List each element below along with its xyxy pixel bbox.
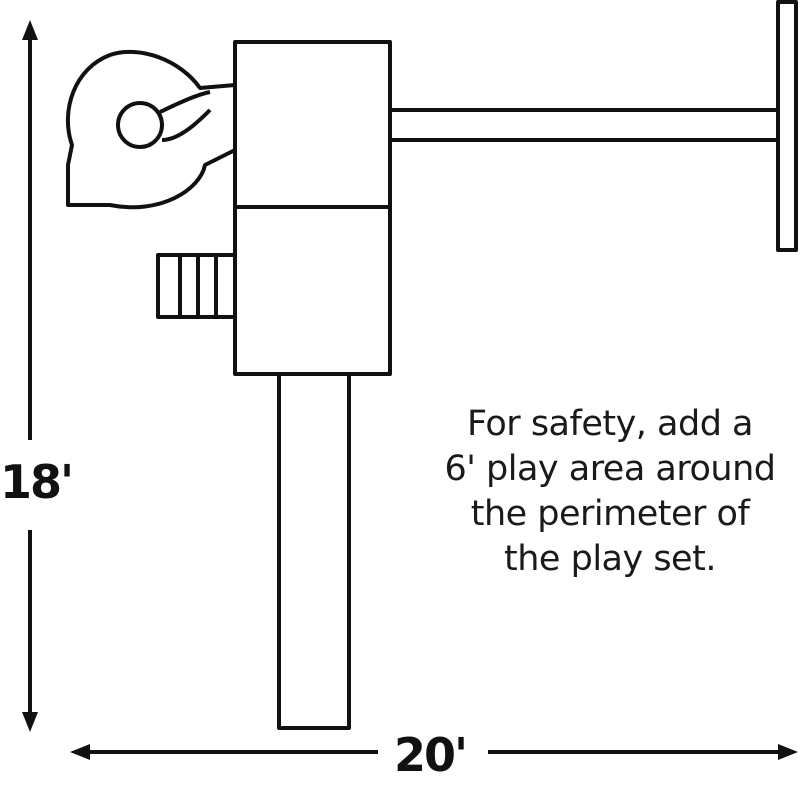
swing-beam [388, 108, 780, 142]
side-ladder [156, 253, 237, 319]
tower-upper-deck [233, 40, 392, 209]
width-dimension-label: 20' [390, 732, 471, 778]
swing-a-frame [776, 0, 798, 252]
safety-note-line: For safety, add a [467, 404, 754, 444]
height-dimension-line [22, 20, 38, 732]
height-dimension-label: 18' [0, 455, 74, 509]
safety-note-line: the perimeter of [470, 494, 750, 534]
safety-note: For safety, add a 6' play area around th… [430, 402, 790, 582]
spiral-slide [66, 49, 237, 210]
width-dimension-line [70, 744, 798, 760]
tower-lower-deck [233, 205, 392, 376]
straight-slide [277, 372, 351, 730]
safety-note-line: 6' play area around [444, 449, 776, 489]
safety-note-line: the play set. [504, 539, 716, 579]
